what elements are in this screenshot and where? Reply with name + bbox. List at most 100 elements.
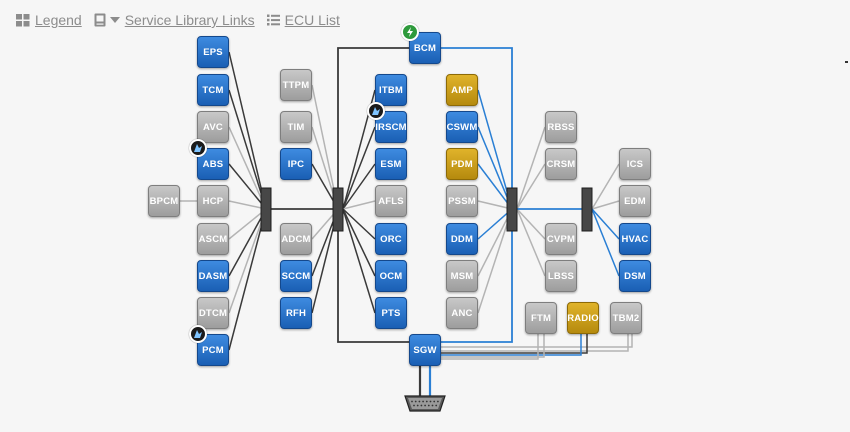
bus-connection-line bbox=[441, 231, 513, 343]
ecu-label: DASM bbox=[198, 270, 228, 282]
ecu-label: PDM bbox=[451, 158, 473, 170]
bus-connection-line bbox=[337, 47, 409, 188]
bus-connection-line bbox=[228, 208, 267, 351]
bus-connection-line bbox=[441, 47, 513, 188]
ecu-label: CSWM bbox=[446, 121, 478, 133]
bus-connection-line bbox=[228, 89, 267, 210]
ecu-node-edm[interactable]: EDM bbox=[619, 185, 651, 217]
ecu-node-pts[interactable]: PTS bbox=[375, 297, 407, 329]
ecu-node-anc[interactable]: ANC bbox=[446, 297, 478, 329]
ecu-label: RADIO bbox=[567, 312, 599, 324]
bus-connection-line bbox=[477, 200, 513, 210]
ecu-label: OCM bbox=[379, 270, 403, 282]
bus-connection-line bbox=[228, 208, 267, 240]
ecu-node-crsm[interactable]: CRSM bbox=[545, 148, 577, 180]
legend-link[interactable]: Legend bbox=[16, 12, 82, 28]
ecu-label: RBSS bbox=[547, 121, 575, 133]
ecu-node-hvac[interactable]: HVAC bbox=[619, 223, 651, 255]
ecu-label: CRSM bbox=[546, 158, 576, 170]
ecu-node-pdm[interactable]: PDM bbox=[446, 148, 478, 180]
ecu-label: ESM bbox=[380, 158, 402, 170]
service-library-links-dropdown[interactable]: Service Library Links bbox=[94, 12, 255, 28]
bus-connection-line bbox=[228, 200, 267, 210]
bus-connection-line bbox=[228, 163, 267, 210]
bus-bar-3 bbox=[506, 187, 518, 232]
ecu-node-orc[interactable]: ORC bbox=[375, 223, 407, 255]
ecu-node-ttpm[interactable]: TTPM bbox=[280, 69, 312, 101]
ecu-node-sgw[interactable]: SGW bbox=[409, 334, 441, 366]
ecu-label: ICS bbox=[626, 158, 644, 170]
bus-connection-line bbox=[516, 126, 546, 210]
ecu-node-rfh[interactable]: RFH bbox=[280, 297, 312, 329]
ecu-label: TCM bbox=[202, 84, 224, 96]
ecu-label: TIM bbox=[287, 121, 305, 133]
bus-connection-line bbox=[342, 208, 376, 314]
ecu-label: EPS bbox=[203, 46, 223, 58]
ecu-node-ftm[interactable]: FTM bbox=[525, 302, 557, 334]
bus-connection-line bbox=[228, 208, 267, 314]
ecu-label: SGW bbox=[413, 344, 437, 356]
ecu-node-afls[interactable]: AFLS bbox=[375, 185, 407, 217]
book-icon bbox=[94, 13, 106, 27]
ecu-label: PTS bbox=[381, 307, 401, 319]
ecu-label: CVPM bbox=[546, 233, 576, 245]
bus-connection-line bbox=[477, 163, 513, 210]
ecu-node-ipc[interactable]: IPC bbox=[280, 148, 312, 180]
ecu-node-ocm[interactable]: OCM bbox=[375, 260, 407, 292]
ecu-node-dtcm[interactable]: DTCM bbox=[197, 297, 229, 329]
ecu-label: ITBM bbox=[378, 84, 404, 96]
ecu-label: ANC bbox=[451, 307, 473, 319]
ecu-node-ics[interactable]: ICS bbox=[619, 148, 651, 180]
bus-connection-line bbox=[477, 208, 513, 277]
flash-icon[interactable] bbox=[401, 23, 419, 41]
ecu-node-cswm[interactable]: CSWM bbox=[446, 111, 478, 143]
ecu-node-pssm[interactable]: PSSM bbox=[446, 185, 478, 217]
bus-connection-line bbox=[516, 163, 546, 210]
update-available-icon[interactable] bbox=[367, 102, 385, 120]
ecu-node-amp[interactable]: AMP bbox=[446, 74, 478, 106]
ecu-list-link[interactable]: ECU List bbox=[266, 12, 340, 28]
ecu-node-bpcm[interactable]: BPCM bbox=[148, 185, 180, 217]
ecu-node-ascm[interactable]: ASCM bbox=[197, 223, 229, 255]
ecu-node-tim[interactable]: TIM bbox=[280, 111, 312, 143]
ecu-node-adcm[interactable]: ADCM bbox=[280, 223, 312, 255]
ecu-node-ddm[interactable]: DDM bbox=[446, 223, 478, 255]
ecu-label: EDM bbox=[624, 195, 646, 207]
bus-connection-line bbox=[441, 334, 582, 356]
ecu-label: PSSM bbox=[448, 195, 476, 207]
update-available-icon[interactable] bbox=[189, 325, 207, 343]
ecu-label: ORC bbox=[380, 233, 402, 245]
ecu-node-eps[interactable]: EPS bbox=[197, 36, 229, 68]
ecu-label: FTM bbox=[530, 312, 552, 324]
ecu-node-msm[interactable]: MSM bbox=[446, 260, 478, 292]
ecu-label: BCM bbox=[413, 42, 437, 54]
ecu-label: MSM bbox=[450, 270, 474, 282]
bus-connection-line bbox=[477, 208, 513, 240]
caret-down-icon bbox=[109, 17, 120, 23]
ecu-node-itbm[interactable]: ITBM bbox=[375, 74, 407, 106]
ecu-label: IPC bbox=[287, 158, 305, 170]
service-library-links-label: Service Library Links bbox=[124, 12, 255, 28]
ecu-node-dsm[interactable]: DSM bbox=[619, 260, 651, 292]
bus-connection-line bbox=[342, 208, 376, 240]
bus-connection-line bbox=[228, 208, 267, 277]
ecu-node-sccm[interactable]: SCCM bbox=[280, 260, 312, 292]
ecu-node-abs[interactable]: ABS bbox=[197, 148, 229, 180]
bus-connection-line bbox=[441, 334, 588, 354]
ecu-node-pcm[interactable]: PCM bbox=[197, 334, 229, 366]
ecu-node-tcm[interactable]: TCM bbox=[197, 74, 229, 106]
bus-connection-line bbox=[516, 208, 546, 240]
ecu-node-cvpm[interactable]: CVPM bbox=[545, 223, 577, 255]
ecu-node-radio[interactable]: RADIO bbox=[567, 302, 599, 334]
ecu-node-rbss[interactable]: RBSS bbox=[545, 111, 577, 143]
ecu-node-hcp[interactable]: HCP bbox=[197, 185, 229, 217]
ecu-node-esm[interactable]: ESM bbox=[375, 148, 407, 180]
update-available-icon[interactable] bbox=[189, 139, 207, 157]
ecu-node-lbss[interactable]: LBSS bbox=[545, 260, 577, 292]
ecu-node-tbm2[interactable]: TBM2 bbox=[610, 302, 642, 334]
ecu-node-dasm[interactable]: DASM bbox=[197, 260, 229, 292]
ecu-node-avc[interactable]: AVC bbox=[197, 111, 229, 143]
bus-connection-line bbox=[228, 126, 267, 210]
ecu-label: IRSCM bbox=[375, 121, 407, 133]
